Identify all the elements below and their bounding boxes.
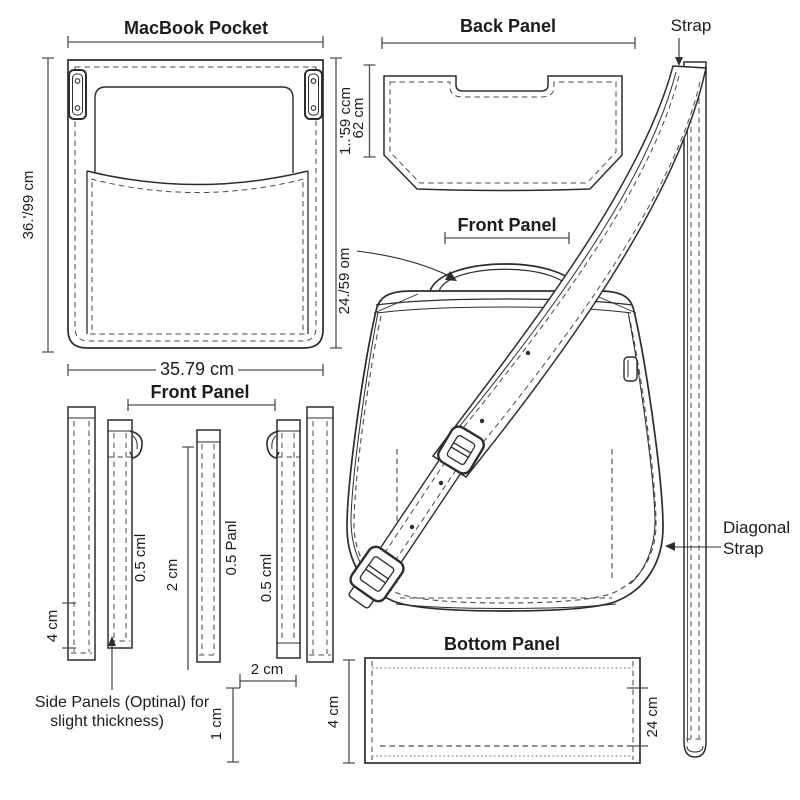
- seam-height-dim: 1 cm: [208, 708, 225, 741]
- macbook-pocket-title: MacBook Pocket: [124, 18, 268, 38]
- macbook-pocket-drawing: [67, 59, 324, 349]
- bottom-panel-width-dim: 24 cm: [644, 697, 661, 738]
- bottom-panel-height-dim: 4 cm: [325, 696, 342, 729]
- pocket-height-dim: 36.'/99 cm: [20, 171, 37, 240]
- side-panels-note-line2: slight thickness): [50, 713, 164, 730]
- pocket-side-height-dim: 1..'59 ccm: [337, 87, 354, 155]
- bottom-panel-drawing: Bottom Panel 4 cm 24 cm: [325, 634, 661, 764]
- strip2-hook-icon: [129, 430, 143, 459]
- strip1-bottom-dim: 4 cm: [44, 610, 61, 643]
- strip-4: [266, 419, 301, 659]
- front-panel-height-dim: 24./59 om: [336, 248, 353, 315]
- strip-5: [306, 406, 334, 663]
- front-panel-bottom-title: Front Panel: [150, 382, 249, 402]
- diagonal-strap-label-line1: Diagonal: [723, 518, 790, 537]
- strip-2: [107, 419, 143, 649]
- strip4-hook-icon: [266, 430, 280, 459]
- strap-label: Strap: [671, 16, 712, 35]
- strip2-width-dim: 0.5 cml: [132, 534, 149, 582]
- strap-callouts: Strap Diagonal Strap: [665, 16, 790, 558]
- strip-1: 4 cm: [44, 406, 96, 661]
- strip-3: [196, 429, 221, 663]
- left-tab-loop: [68, 69, 87, 120]
- front-panel-top-title: Front Panel: [457, 215, 556, 235]
- back-panel-title: Back Panel: [460, 16, 556, 36]
- diagonal-strap-label-line2: Strap: [723, 539, 764, 558]
- strip-gap-dim: 2 cm: [164, 559, 181, 592]
- side-panels-note-line1: Side Panels (Optinal) for: [35, 694, 210, 711]
- macbook-pocket-dimensions: MacBook Pocket 36.'/99 cm 35.79 cm 1..'5…: [20, 18, 376, 379]
- vertical-strap-drawing: [683, 61, 707, 758]
- right-tab-loop: [304, 69, 323, 120]
- bag-drawing: [346, 263, 664, 612]
- back-panel-drawing: Back Panel: [381, 16, 636, 192]
- pocket-width-dim: 35.79 cm: [160, 359, 234, 379]
- diagonal-strap-drawing: [348, 65, 707, 609]
- strip4-width-dim: 0.5 cml: [258, 554, 275, 602]
- side-panel-strips: 4 cm: [35, 382, 334, 763]
- upper-buckle: [437, 425, 485, 475]
- side-seam-tab: [623, 356, 638, 382]
- front-panel-top-labels: Front Panel 24./59 om: [336, 215, 570, 315]
- strip3-width-dim: 0.5 Panl: [223, 520, 240, 575]
- bottom-panel-title: Bottom Panel: [444, 634, 560, 654]
- lower-buckle: [349, 545, 405, 603]
- back-panel-height-dim: 62 cm: [350, 98, 367, 139]
- seam-width-dim: 2 cm: [251, 661, 284, 678]
